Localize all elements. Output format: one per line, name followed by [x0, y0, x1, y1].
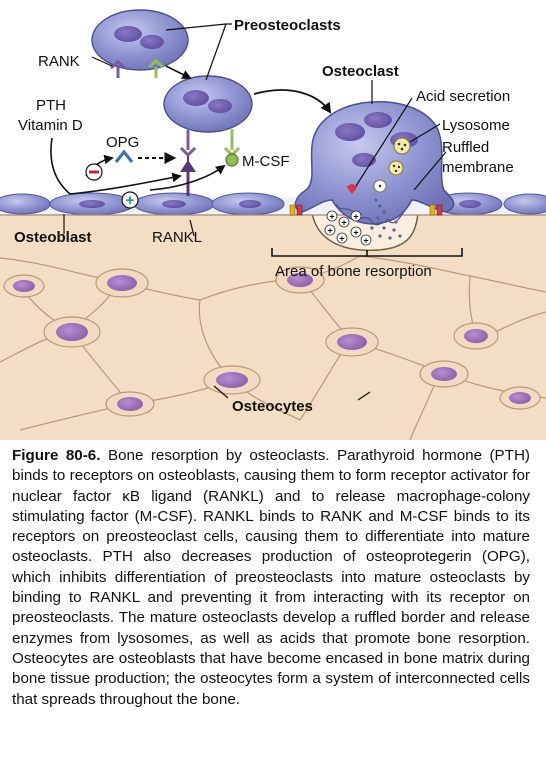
- osteoclast-label: Osteoclast: [322, 63, 399, 80]
- rank-receptor: [179, 130, 197, 158]
- mcsf-label: M-CSF: [242, 153, 290, 170]
- pth-mcsf-stimulate-arrow: [149, 164, 226, 191]
- preosteoclasts-label: Preosteoclasts: [234, 17, 341, 34]
- osteocytes-label: Osteocytes: [232, 398, 313, 415]
- ruffled-membrane-label-1: Ruffled: [442, 139, 489, 156]
- lysosome-exocytosis: [373, 179, 387, 193]
- osteocyte: [325, 327, 379, 357]
- mcsf-receptor: [148, 59, 164, 78]
- svg-text:+: +: [341, 218, 346, 228]
- svg-text:+: +: [329, 212, 334, 222]
- acid-pump: [346, 184, 358, 194]
- osteocyte: [453, 322, 499, 350]
- ruffled-membrane-label-2: membrane: [442, 159, 514, 176]
- mcsf-molecule: [225, 153, 239, 167]
- opg-molecule: [114, 149, 134, 163]
- osteoclast: [294, 101, 455, 226]
- svg-text:+: +: [353, 228, 358, 238]
- integrin-left: [289, 204, 303, 216]
- pth-rankl-stimulate-arrow: [69, 172, 182, 195]
- area-resorption-label: Area of bone resorption: [275, 263, 432, 280]
- preosteoclast-differentiation-arrow: [165, 65, 192, 79]
- acid-secretion-label: Acid secretion: [416, 88, 510, 105]
- mcsf-receptor: [223, 129, 241, 158]
- rank-receptor: [110, 60, 126, 78]
- osteocyte: [105, 391, 155, 417]
- stimulation-sign: +: [121, 191, 139, 209]
- lysosome: [393, 137, 411, 155]
- figure-label: Figure 80-6.: [12, 447, 101, 464]
- lysosome: [388, 160, 404, 176]
- osteocytes: [3, 266, 541, 417]
- proton-cluster: + + + + + + +: [324, 210, 372, 246]
- preosteoclast-middle: [163, 75, 253, 158]
- rank-label: RANK: [38, 53, 80, 70]
- osteocyte: [43, 316, 101, 348]
- caption-text: Bone resorption by osteoclasts. Parathyr…: [12, 447, 530, 708]
- osteocyte: [95, 268, 149, 298]
- pth-label: PTH: [36, 97, 66, 114]
- bone-resorption-diagram: +: [0, 9, 546, 440]
- osteocyte: [203, 365, 261, 395]
- osteoblast-label: Osteoblast: [14, 229, 92, 246]
- inhibition-sign: [85, 163, 103, 181]
- lysosome-label: Lysosome: [442, 117, 510, 134]
- rankl-label: RANKL: [152, 229, 202, 246]
- osteoclast-maturation-arrow: [253, 89, 332, 114]
- svg-text:+: +: [327, 226, 332, 236]
- leader-lines: [63, 23, 447, 401]
- integrin-right: [429, 204, 443, 216]
- osteoblast-layer: [0, 192, 546, 216]
- osteocyte: [499, 386, 541, 410]
- opg-label: OPG: [106, 134, 139, 151]
- osteocyte: [3, 274, 45, 298]
- pth-arrow: [50, 137, 71, 195]
- svg-text:+: +: [339, 234, 344, 244]
- osteocyte: [419, 360, 469, 388]
- svg-text:+: +: [353, 212, 358, 222]
- plus-glyph: +: [126, 192, 135, 209]
- svg-text:+: +: [363, 236, 368, 246]
- preosteoclast-top: [91, 9, 189, 78]
- osteocyte: [275, 266, 325, 294]
- enzyme-dots: [370, 198, 402, 240]
- vitamin-d-label: Vitamin D: [18, 117, 83, 134]
- figure-caption: Figure 80-6. Bone resorption by osteocla…: [12, 446, 530, 710]
